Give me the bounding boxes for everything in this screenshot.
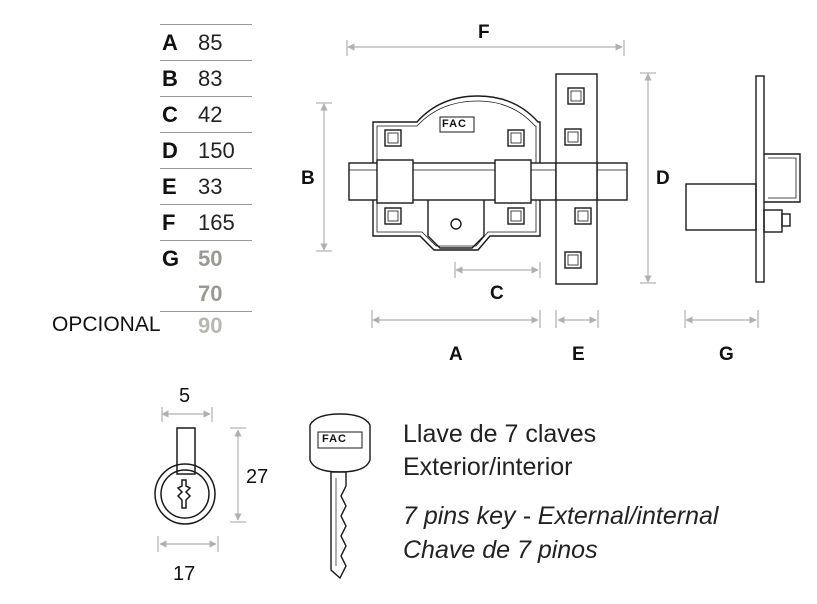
dim-value: 50 [198,246,223,271]
dim-row-g2: 70 [160,276,252,312]
label-f: F [478,22,490,43]
key-icon [309,413,371,580]
dim-row-e: E 33 [160,169,252,205]
dim-value: 70 [198,281,223,306]
dim-key: D [162,138,178,163]
label-d: D [656,168,670,189]
brand-logo: FAC [442,118,467,130]
dimensions-table: A 85 B 83 C 42 D 150 E 33 F 165 G 50 70 [160,24,252,312]
dim-row-d: D 150 [160,133,252,169]
dim-key: F [162,210,176,235]
dim-value: 83 [198,66,223,91]
dim-key: C [162,102,178,127]
dim-value: 85 [198,30,223,55]
label-g: G [719,344,734,365]
dim-value: 42 [198,102,223,127]
dim-row-g: G 50 [160,241,252,276]
cylinder-icon [154,427,216,525]
dim-key: G [162,246,180,271]
dim-key: B [162,66,178,91]
dim-row-b: B 83 [160,61,252,97]
lock-side-view [685,75,801,283]
dim-row-f: F 165 [160,205,252,241]
desc-line1: Llave de 7 claves [403,420,597,448]
lock-front-view [348,73,628,285]
key-diameter-label: 17 [173,563,196,585]
optional-label: OPCIONAL [52,313,161,336]
dim-key: E [162,174,177,199]
label-b: B [301,168,315,189]
key-width-label: 5 [179,385,191,407]
dim-value: 165 [198,210,235,235]
dim-key: A [162,30,178,55]
dim-value: 33 [198,174,223,199]
key-brand-logo: FAC [322,433,347,445]
desc-line4: Chave de 7 pinos [403,536,598,564]
optional-value: 90 [198,313,223,338]
desc-line3: 7 pins key - External/internal [403,502,719,530]
screw-icon [384,129,525,225]
label-c: C [490,283,504,304]
dimension-lines [157,40,759,552]
dim-row-a: A 85 [160,24,252,61]
desc-line2: Exterior/interior [403,453,573,481]
dim-value: 150 [198,138,235,163]
label-e: E [572,344,585,365]
key-height-label: 27 [246,466,269,488]
dim-row-c: C 42 [160,97,252,133]
label-a: A [449,344,463,365]
